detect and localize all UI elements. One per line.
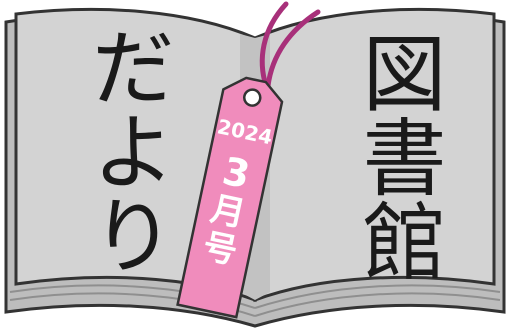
tag-month-char: 月 (207, 189, 249, 235)
tag-go-char: 号 (199, 226, 241, 272)
title-left: だより (77, 24, 175, 276)
tag-string-right (265, 9, 321, 89)
title-right: 図書館 (349, 30, 447, 282)
tag-string-left (259, 1, 289, 89)
tag-hole (243, 88, 262, 107)
tag-body (176, 76, 284, 319)
